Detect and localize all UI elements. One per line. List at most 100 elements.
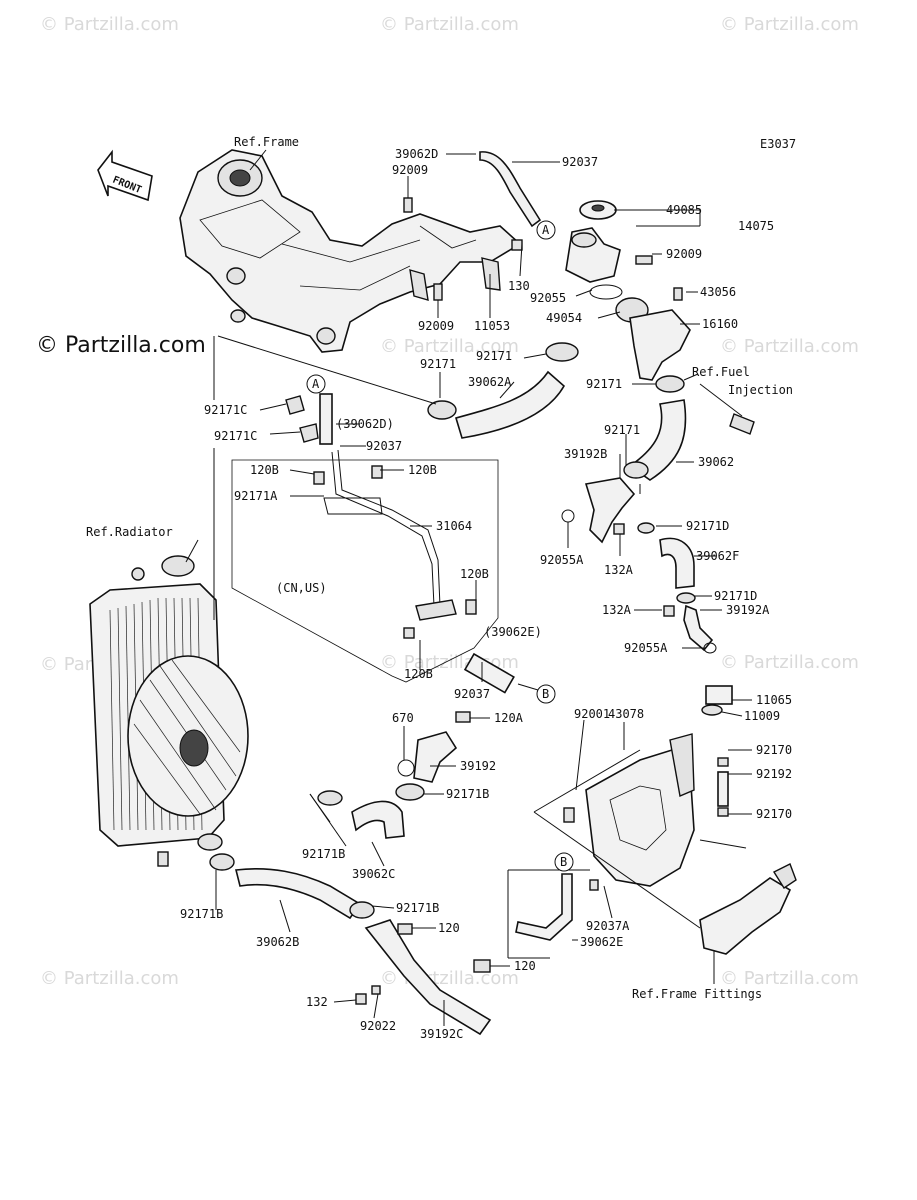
diagram-code: E3037 — [760, 137, 796, 151]
part-number: 49054 — [546, 311, 582, 325]
part-number: 92192 — [756, 767, 792, 781]
marker-a: A — [306, 374, 326, 394]
bolt-icon — [397, 923, 413, 935]
watermark-text: © Partzilla.com — [40, 14, 179, 35]
watermark-text: © Partzilla.com — [380, 336, 519, 357]
part-number: 92055 — [530, 291, 566, 305]
part-number: 39062 — [698, 455, 734, 469]
part-number: 92037 — [454, 687, 490, 701]
part-number: 92171D — [686, 519, 729, 533]
thermostat-housing-illustration — [565, 227, 691, 381]
front-arrow-icon: FRONT — [97, 149, 153, 202]
part-number: 120 — [514, 959, 536, 973]
bolt-icon — [455, 711, 471, 723]
part-number: 92055A — [540, 553, 584, 567]
part-number: 92171 — [420, 357, 456, 371]
part-number: 92009 — [418, 319, 454, 333]
leader-lines — [185, 149, 752, 1026]
part-number: 39062C — [352, 867, 395, 881]
part-number: 670 — [392, 711, 414, 725]
part-number: 92022 — [360, 1019, 396, 1033]
part-number: 120B — [408, 463, 437, 477]
watermark-layer: © Partzilla.com © Partzilla.com © Partzi… — [40, 14, 859, 989]
part-number: 43056 — [700, 285, 736, 299]
ref-fuel-label: Ref.Fuel — [692, 365, 750, 379]
part-number: 11053 — [474, 319, 510, 333]
part-number: 92171C — [204, 403, 247, 417]
part-number: 49085 — [666, 203, 702, 217]
part-number: 92055A — [624, 641, 668, 655]
part-labels: 39062D 92037 92009 49085 14075 92009 130… — [180, 147, 792, 1041]
watermark-text: © Partzilla.com — [720, 652, 859, 673]
bolt-icon — [403, 627, 415, 639]
watermark-text: © Partzilla.com — [40, 968, 179, 989]
ref-injection-label: Injection — [728, 383, 793, 397]
watermark-text: © Partzilla.com — [720, 336, 859, 357]
brand-text: © Partzilla.com — [36, 333, 206, 358]
bolt-icon — [355, 993, 367, 1005]
part-number: 92170 — [756, 743, 792, 757]
bolt-icon — [403, 197, 413, 213]
part-number: 120B — [250, 463, 279, 477]
ref-frame-label: Ref.Frame — [234, 135, 299, 149]
bolt-icon — [473, 959, 491, 973]
part-number: 39062A — [468, 375, 512, 389]
part-number: 11009 — [744, 709, 780, 723]
part-number: 130 — [508, 279, 530, 293]
bolt-icon — [313, 471, 325, 485]
bolt-icon — [465, 599, 477, 615]
part-number: 92171A — [234, 489, 278, 503]
bolt-icon — [371, 985, 381, 995]
part-number: 39062F — [696, 549, 739, 563]
part-number: 92171D — [714, 589, 757, 603]
reservoir-tank-illustration — [563, 685, 733, 887]
marker-b-label: B — [560, 855, 567, 869]
part-number: 92171C — [214, 429, 257, 443]
ref-frame-fittings-label: Ref.Frame Fittings — [632, 987, 762, 1001]
bolt-icon — [563, 807, 575, 823]
part-number: 92037 — [366, 439, 402, 453]
part-number: 39062D — [395, 147, 438, 161]
part-number: 39062B — [256, 935, 299, 949]
part-number: 120A — [494, 711, 524, 725]
radiator-illustration — [89, 555, 249, 867]
part-number: 92171B — [446, 787, 489, 801]
part-number: 39192 — [460, 759, 496, 773]
part-number: 92171B — [396, 901, 439, 915]
part-number: 132A — [602, 603, 632, 617]
bolt-icon — [433, 283, 443, 301]
ref-radiator-label: Ref.Radiator — [86, 525, 173, 539]
watermark-text: © Partzilla.com — [380, 14, 519, 35]
part-number: 31064 — [436, 519, 472, 533]
marker-b: B — [536, 684, 556, 704]
part-number: 39062E — [580, 935, 623, 949]
part-number: (39062E) — [484, 625, 542, 639]
part-number: 132 — [306, 995, 328, 1009]
part-number: 92171 — [604, 423, 640, 437]
part-number: 92009 — [392, 163, 428, 177]
bolt-icon — [511, 239, 523, 251]
part-number: 11065 — [756, 693, 792, 707]
part-number: 92037 — [562, 155, 598, 169]
part-number: 92171B — [302, 847, 345, 861]
part-number: 120B — [460, 567, 489, 581]
watermark-text: © Partzilla.com — [720, 968, 859, 989]
part-number: 132A — [604, 563, 634, 577]
marker-a-label: A — [312, 377, 320, 391]
radiator-cap-illustration — [579, 200, 617, 220]
part-number: 120B — [404, 667, 433, 681]
part-number: 14075 — [738, 219, 774, 233]
part-number: 92037A — [586, 919, 630, 933]
part-number: 16160 — [702, 317, 738, 331]
part-number: 120 — [438, 921, 460, 935]
part-number: 39192B — [564, 447, 607, 461]
part-number: 92170 — [756, 807, 792, 821]
part-number: (39062D) — [336, 417, 394, 431]
frame-illustration — [179, 149, 522, 353]
bolt-icon — [371, 465, 383, 479]
marker-b: B — [554, 852, 574, 872]
part-number: 39192C — [420, 1027, 463, 1041]
marker-a: A — [536, 220, 556, 240]
part-number: 92171 — [476, 349, 512, 363]
